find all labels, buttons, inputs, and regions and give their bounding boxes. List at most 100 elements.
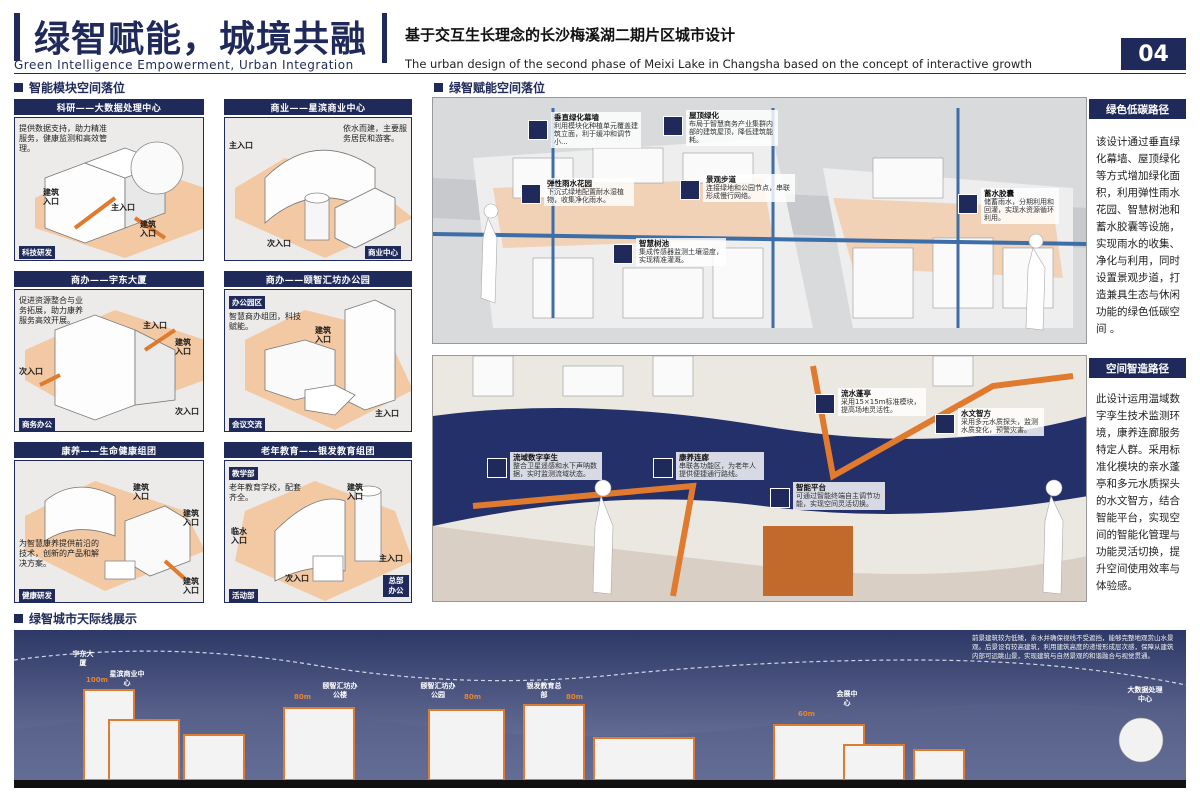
header-rule <box>14 73 1186 74</box>
green-label-tree-pit: 智慧树池集成传感器监测土壤湿度，实现精准灌溉。 <box>636 238 726 266</box>
section-heading-green: 绿智赋能空间落位 <box>434 79 545 96</box>
page-number: 04 <box>1138 41 1169 67</box>
skyline-label-education: 银发教育总部 <box>526 682 562 699</box>
entrance-label: 主入口 <box>229 141 253 150</box>
skyline-height-yizhi-park: 80m <box>464 693 482 701</box>
module-card-office-yudong: 促进资源整合与业务拓展，助力康养服务高效开展。 主入口 建筑入口 次入口 次入口… <box>14 289 204 432</box>
entrance-label: 建筑入口 <box>133 483 149 501</box>
module-tag: 健康研发 <box>19 589 55 602</box>
module-desc: 为智慧康养提供前沿的技术，创新的产品和解决方案。 <box>19 539 99 568</box>
skyline-label-datacenter: 大数据处理中心 <box>1127 686 1163 703</box>
module-card-education: 教学部 老年教育学校，配套齐全。 建筑入口 临水入口 次入口 主入口 活动部 总… <box>224 460 412 603</box>
skyline-label-yizhi-tower: 颐智汇坊办公楼 <box>322 682 358 699</box>
skyline-label-yizhi-park: 颐智汇坊办公园 <box>420 682 456 699</box>
green-path-heading: 绿色低碳路径 <box>1089 99 1186 119</box>
module-tag: 商业中心 <box>365 246 401 259</box>
module-subtag: 办公园区 <box>229 296 265 309</box>
smart-path-heading: 空间智造路径 <box>1089 358 1186 378</box>
entrance-label: 建筑入口 <box>183 509 199 527</box>
section-heading-skyline: 绿智城市天际线展示 <box>14 610 137 627</box>
skyline-height-yizhi-tower: 80m <box>294 693 312 701</box>
landscape-trail-icon <box>680 180 700 200</box>
module-subtag: 教学部 <box>229 467 258 480</box>
digital-twin-icon <box>487 458 507 478</box>
skyline-height-education: 80m <box>566 693 584 701</box>
module-diagram <box>245 299 411 430</box>
skyline-panel: 前景建筑较为低矮，亲水并确保视线不受遮挡，能够完整地观赏山水景观。后景设有较高建… <box>14 630 1186 788</box>
module-desc: 提供数据支持，助力精准服务，健康监测和高效管理。 <box>19 124 107 153</box>
entrance-label: 建筑入口 <box>43 188 59 206</box>
smart-space-illustration: 流水蓬亭采用15×15m标准模块，提高场地灵活性。 水文智方采用多元水质探头，监… <box>432 355 1087 602</box>
green-label-capsule: 蓄水胶囊储蓄雨水，分期利用和回灌，实现水资源循环利用。 <box>981 188 1059 224</box>
roof-greening-icon <box>663 116 683 136</box>
title-divider <box>382 13 387 63</box>
skyline-height-expo: 60m <box>798 710 816 718</box>
entrance-label: 次入口 <box>267 239 291 248</box>
entrance-label: 建筑入口 <box>347 483 363 501</box>
entrance-label: 次入口 <box>285 574 309 583</box>
water-capsule-icon <box>958 194 978 214</box>
pavilion-icon <box>815 394 835 414</box>
module-diagram <box>235 149 411 258</box>
entrance-label: 建筑入口 <box>140 220 156 238</box>
hydrology-icon <box>935 414 955 434</box>
module-desc: 依水而建，主要服务居民和游客。 <box>343 124 407 143</box>
entrance-label: 主入口 <box>143 321 167 330</box>
green-space-illustration: 垂直绿化幕墙利用模块化种植单元覆盖建筑立面，利于缓冲和调节小... 屋顶绿化布局… <box>432 97 1087 344</box>
section-heading-modules: 智能模块空间落位 <box>14 79 125 96</box>
smart-tree-pit-icon <box>613 244 633 264</box>
project-title-en: The urban design of the second phase of … <box>405 57 1033 71</box>
entrance-label: 建筑入口 <box>183 577 199 595</box>
square-icon <box>434 83 443 92</box>
page-subtitle-en: Green Intelligence Empowerment, Urban In… <box>14 58 354 72</box>
module-card-commerce: 依水而建，主要服务居民和游客。 主入口 次入口 商业中心 <box>224 117 412 261</box>
module-tag: 活动部 <box>229 589 258 602</box>
project-title-cn: 基于交互生长理念的长沙梅溪湖二期片区城市设计 <box>405 26 736 44</box>
entrance-label: 主入口 <box>379 554 403 563</box>
entrance-label: 临水入口 <box>231 527 247 545</box>
green-label-vertical: 垂直绿化幕墙利用模块化种植单元覆盖建筑立面，利于缓冲和调节小... <box>551 112 641 148</box>
module-diagram <box>25 481 203 591</box>
smart-path-text: 此设计运用温域数字孪生技术监测环境，康养连廊服务特定人群。采用标准化模块的亲水蓬… <box>1096 393 1180 592</box>
care-corridor-icon <box>653 458 673 478</box>
module-tag: 商务办公 <box>19 418 55 431</box>
skyline-label-xingbin: 星滨商业中心 <box>109 670 145 687</box>
smart-label-digital-twin: 流域数字孪生整合卫星遥感和水下声呐数据，实时监测流域状态。 <box>510 452 602 480</box>
module-title-education: 老年教育——银发教育组团 <box>224 442 412 458</box>
skyline-label-expo: 会展中心 <box>836 690 858 707</box>
smart-platform-icon <box>770 488 790 508</box>
green-path-text: 该设计通过垂直绿化幕墙、屋顶绿化等方式增加绿化面积，利用弹性雨水花园、智慧树池和… <box>1096 136 1180 335</box>
module-title-office-yudong: 商办——宇东大厦 <box>14 271 204 287</box>
module-card-research: 提供数据支持，助力精准服务，健康监测和高效管理。 建筑入口 建筑入口 主入口 科… <box>14 117 204 261</box>
module-desc: 老年教育学校，配套齐全。 <box>229 483 301 502</box>
smart-label-hydrology: 水文智方采用多元水质探头，监测水质变化，预警灾害。 <box>958 408 1044 436</box>
entrance-label: 次入口 <box>19 367 43 376</box>
smart-label-corridor: 康养连廊串联各功能区，为老年人提供便捷通行路线。 <box>676 452 764 480</box>
module-card-office-yizhi: 办公园区 智慧商办组团，科技赋能。 建筑入口 主入口 会议交流 <box>224 289 412 432</box>
module-card-health: 为智慧康养提供前沿的技术，创新的产品和解决方案。 建筑入口 建筑入口 建筑入口 … <box>14 460 204 603</box>
square-icon <box>14 614 23 623</box>
entrance-label: 主入口 <box>111 203 135 212</box>
module-diagram <box>25 310 203 421</box>
green-label-rain-garden: 弹性雨水花园下沉式绿地配置耐水湿植物，收集净化雨水。 <box>544 178 634 206</box>
module-desc: 智慧商办组团，科技赋能。 <box>229 312 301 331</box>
green-label-roof: 屋顶绿化布局于智慧商务产业集群内部的建筑屋顶，降低建筑能耗。 <box>686 110 778 146</box>
module-diagram <box>235 481 411 601</box>
skyline-scene <box>14 630 1186 788</box>
skyline-note: 前景建筑较为低矮，亲水并确保视线不受遮挡，能够完整地观赏山水景观。后景设有较高建… <box>972 634 1174 660</box>
smart-label-platform: 智能平台可通过智能终端自主调节功能，实现空间灵活切换。 <box>793 482 885 510</box>
page-number-badge: 04 <box>1121 38 1186 70</box>
entrance-label: 主入口 <box>375 409 399 418</box>
skyline-height-xingbin: 100m <box>86 676 108 684</box>
title-left-bar <box>14 13 20 61</box>
module-title-commerce: 商业——星滨商业中心 <box>224 99 412 115</box>
entrance-label: 建筑入口 <box>175 338 191 356</box>
module-title-office-yizhi: 商办——颐智汇坊办公园 <box>224 271 412 287</box>
module-diagram <box>35 141 203 258</box>
module-tag: 科技研发 <box>19 246 55 259</box>
entrance-label: 次入口 <box>175 407 199 416</box>
module-title-health: 康养——生命健康组团 <box>14 442 204 458</box>
entrance-label: 建筑入口 <box>315 326 331 344</box>
module-corner-tag: 总部办公 <box>383 575 409 597</box>
